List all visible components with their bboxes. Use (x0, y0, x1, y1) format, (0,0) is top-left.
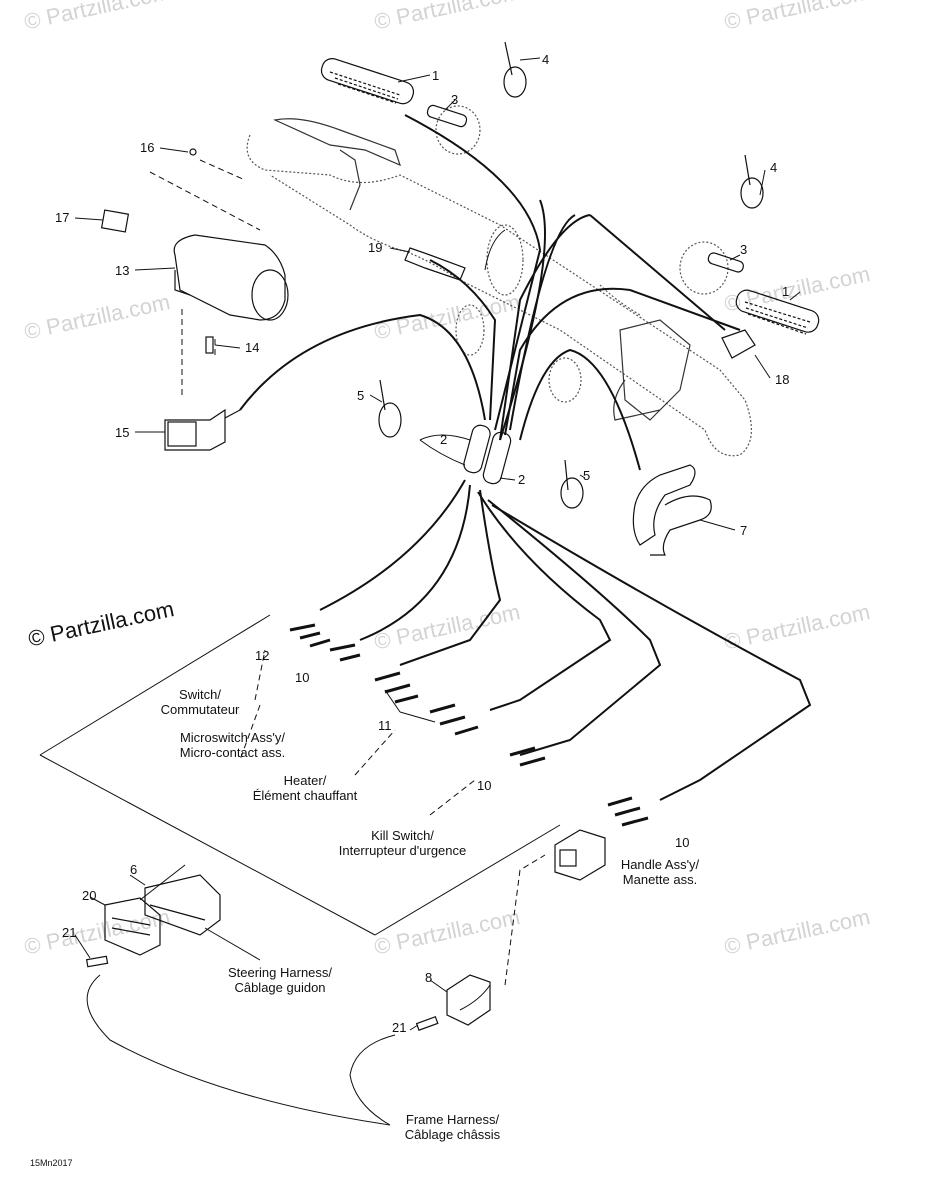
callout-10a: 10 (295, 670, 310, 685)
screw-16 (189, 148, 197, 156)
sleeve-2b (482, 431, 512, 485)
decal-17 (100, 209, 130, 233)
callout-8: 8 (425, 970, 433, 985)
callout-4a: 4 (542, 52, 550, 67)
callout-4b: 4 (770, 160, 778, 175)
callout-19: 19 (368, 240, 383, 255)
terminals-11a (374, 671, 419, 704)
callout-7: 7 (740, 523, 748, 538)
callout-13: 13 (115, 263, 130, 278)
connector-8 (446, 974, 491, 1026)
callout-20: 20 (82, 888, 97, 903)
callout-11: 11 (378, 718, 392, 733)
grip-heater-left (320, 58, 415, 105)
cable-tie-4b (740, 154, 764, 209)
tube-3a (426, 104, 468, 128)
leader-lines (86, 229, 506, 1126)
figure-code: 15Mn2017 (30, 1158, 73, 1168)
label-switch: Switch/Commutateur (160, 687, 240, 717)
tube-3b (707, 252, 744, 273)
terminal-21b (415, 1015, 439, 1031)
callout-16: 16 (140, 140, 155, 155)
grip-heater-right (735, 289, 820, 335)
terminals-12 (289, 623, 331, 648)
callout-10b: 10 (477, 778, 492, 793)
callout-5b: 5 (583, 468, 591, 483)
handlebar-outline (246, 105, 752, 457)
label-microswitch: Microswitch Ass'y/Micro-contact ass. (179, 730, 286, 760)
terminals-11b (429, 703, 479, 736)
callout-5a: 5 (357, 388, 365, 403)
callout-1b: 1 (782, 284, 790, 299)
callout-leaders (74, 57, 801, 1031)
callout-12: 12 (255, 648, 270, 663)
callout-14: 14 (245, 340, 260, 355)
switch-housing-13 (173, 234, 289, 321)
callout-18: 18 (775, 372, 790, 387)
callout-21b: 21 (392, 1020, 407, 1035)
terminals-10b (509, 746, 546, 767)
callout-6: 6 (130, 862, 138, 877)
throttle-housing (613, 319, 691, 421)
brake-lever (273, 118, 401, 211)
label-kill-switch: Kill Switch/Interrupteur d'urgence (338, 828, 467, 858)
cable-tie-5a (378, 379, 402, 438)
callout-2a: 2 (440, 432, 448, 447)
terminals-10a (329, 643, 361, 662)
connector-handle (554, 829, 606, 881)
connector-6 (144, 874, 221, 936)
cable-tie-4a (503, 41, 527, 98)
label-handle: Handle Ass'y/Manette ass. (620, 857, 700, 887)
handle-7 (632, 464, 712, 556)
label-frame-harness: Frame Harness/Câblage châssis (404, 1112, 501, 1142)
callout-1a: 1 (432, 68, 440, 83)
callout-17: 17 (55, 210, 70, 225)
switch-15 (164, 408, 241, 451)
callout-15: 15 (115, 425, 130, 440)
callout-21a: 21 (62, 925, 77, 940)
callout-3a: 3 (451, 92, 459, 107)
callout-3b: 3 (740, 242, 748, 257)
cable-tie-5b (560, 459, 584, 509)
connector-18 (721, 329, 756, 359)
sleeve-2a (463, 424, 491, 474)
callout-10c: 10 (675, 835, 690, 850)
terminals-10c (607, 796, 649, 827)
label-steering-harness: Steering Harness/Câblage guidon (227, 965, 333, 995)
screw-14 (205, 336, 214, 354)
terminal-21a (85, 955, 109, 968)
harness-wires (239, 114, 812, 801)
dashed-guides (149, 159, 546, 986)
label-heater: Heater/Élément chauffant (252, 773, 358, 803)
callout-2b: 2 (518, 472, 526, 487)
harness-plane (39, 614, 561, 936)
connector-20 (104, 897, 161, 956)
